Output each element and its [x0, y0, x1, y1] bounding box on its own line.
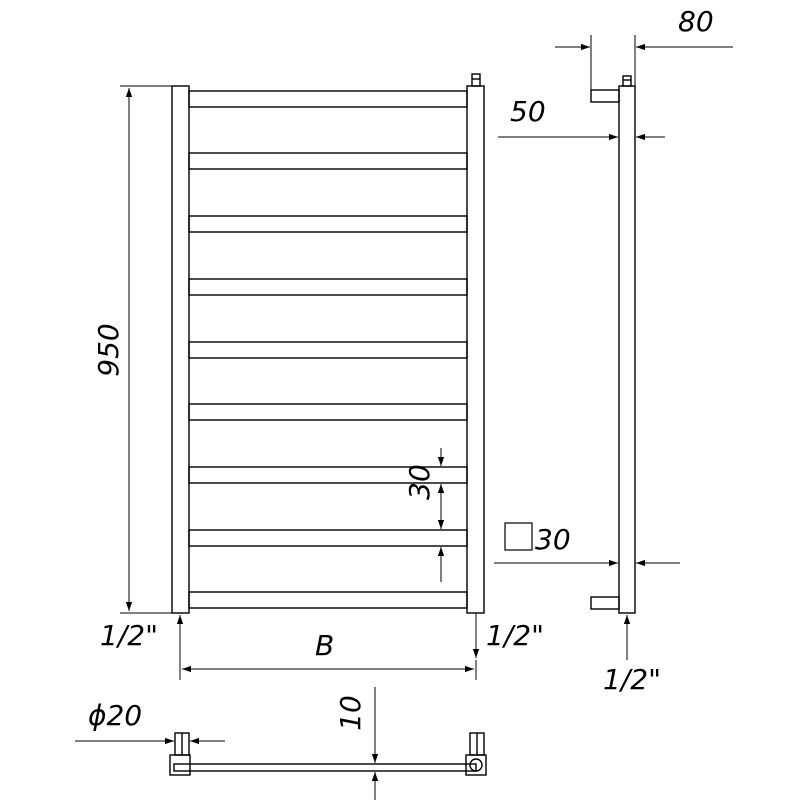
bar-spacing-dimension	[430, 448, 467, 582]
side-view	[590, 75, 636, 614]
right-fitting-nut	[469, 758, 483, 772]
height-label: 950	[92, 323, 125, 376]
side-post	[618, 85, 636, 614]
crossbar	[188, 278, 468, 296]
wall-gap-dimension	[498, 102, 665, 146]
depth-label: 80	[678, 5, 714, 38]
offset-label: 10	[334, 695, 367, 731]
right-fitting	[465, 754, 487, 776]
crossbar	[188, 466, 468, 484]
top-rail	[173, 763, 477, 772]
crossbar	[188, 403, 468, 421]
crossbar	[188, 215, 468, 233]
bar-spacing-label: 30	[403, 464, 436, 500]
left-fitting	[169, 754, 191, 776]
bottom-wall-pipe	[590, 596, 620, 610]
wall-gap-label: 50	[510, 95, 546, 128]
left-connection-label: 1/2"	[100, 619, 158, 652]
pipe-diameter-label: ϕ20	[88, 699, 142, 732]
crossbar	[188, 591, 468, 609]
side-connection-label: 1/2"	[603, 663, 661, 696]
side-valve	[622, 75, 632, 87]
front-view	[171, 73, 485, 614]
square-section-icon	[504, 522, 533, 551]
left-post	[171, 85, 190, 614]
width-label: B	[315, 629, 334, 662]
top-view	[169, 732, 487, 776]
crossbar	[188, 341, 468, 359]
crossbar	[188, 529, 468, 547]
height-dimension	[120, 85, 172, 614]
crossbars	[188, 90, 468, 609]
crossbar	[188, 90, 468, 108]
crossbar	[188, 152, 468, 170]
top-wall-pipe	[590, 89, 620, 103]
right-post	[466, 85, 485, 614]
depth-dimension	[555, 35, 733, 96]
right-connection-label: 1/2"	[486, 619, 544, 652]
width-dimension	[179, 615, 477, 680]
air-valve	[471, 73, 481, 87]
square-section-label: 30	[535, 523, 571, 556]
